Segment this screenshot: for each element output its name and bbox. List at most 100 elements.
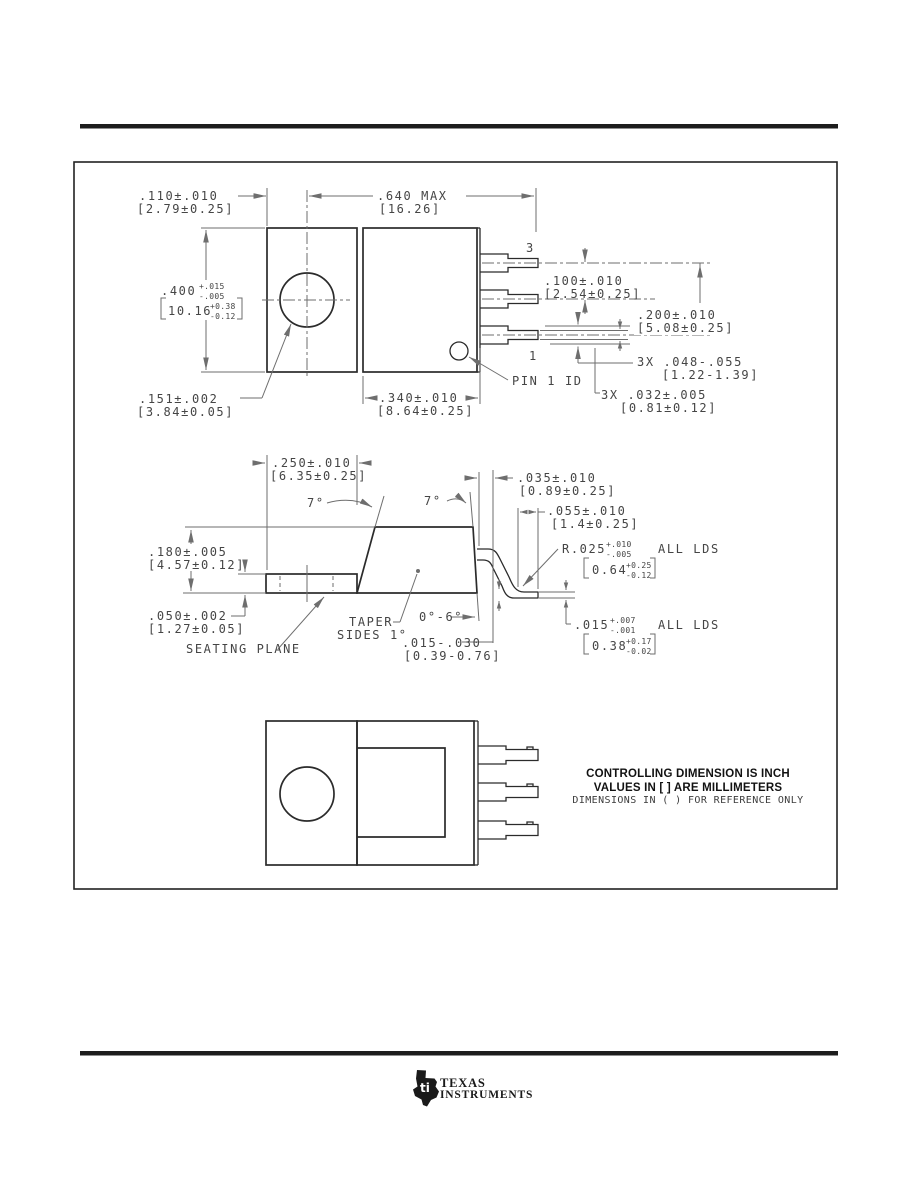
ti-texas-mark-icon <box>413 1070 439 1107</box>
bracket-right <box>237 297 243 320</box>
dim-overall-mm: [16.26] <box>379 202 441 216</box>
dim-bend-radius-in-plus: +.010 <box>606 540 632 549</box>
lead-bend-top <box>477 548 538 593</box>
body-outline <box>362 227 478 373</box>
lead-bend-bottom <box>477 559 538 599</box>
dim-body-width-in-plus: +.015 <box>199 282 225 291</box>
dim-body-width-mm-plus: +0.38 <box>210 302 236 311</box>
top-view-labels: .110±.010 [2.79±0.25] .640 MAX [16.26] .… <box>137 189 759 419</box>
dim-lead-thickness-mm-minus: -0.02 <box>626 647 652 656</box>
drawing-frame <box>73 161 838 890</box>
label-backplate <box>634 303 716 335</box>
dim-lead-thickness-mm: 0.38 <box>592 639 627 653</box>
dim-lead-thickness-in-minus: -.001 <box>610 626 636 635</box>
pin1-label: 1 <box>529 349 538 363</box>
pin1-id-label: PIN 1 ID <box>512 374 583 388</box>
dim-lead-width-wide-in: 3X .048-.055 <box>637 355 743 369</box>
dim-bend-radius-mm: 0.64 <box>592 563 627 577</box>
label-backplate <box>145 544 235 571</box>
pin3-label: 3 <box>526 241 535 255</box>
dim-bend-radius-in-minus: -.005 <box>606 550 632 559</box>
dim-hole-dia-in: .151±.002 <box>139 392 218 406</box>
top-view-outline <box>266 227 539 373</box>
dim-lead-width-wide-mm: [1.22-1.39] <box>662 368 759 382</box>
dim-bend-radius-mm-minus: -0.12 <box>626 571 652 580</box>
drawing-notes: CONTROLLING DIMENSION IS INCH VALUES IN … <box>572 768 803 806</box>
lead-1 <box>480 325 539 345</box>
brand-texas: TEXAS <box>440 1076 486 1090</box>
side-view-dimension-lines <box>183 455 575 650</box>
lead-3-bottom <box>478 820 539 840</box>
bracket-left <box>160 297 166 320</box>
dim-standoff-mm: [0.39-0.76] <box>404 649 501 663</box>
dim-body-width-mm-minus: -0.12 <box>210 312 236 321</box>
dim-body-height-mm: [4.57±0.12] <box>148 558 245 572</box>
bottom-rule <box>80 1051 838 1056</box>
dim-lead-width-narrow-in: 3X .032±.005 <box>601 388 707 402</box>
lead-3 <box>480 253 539 273</box>
dim-bend-radius-note: ALL LDS <box>658 542 720 556</box>
top-view: .110±.010 [2.79±0.25] .640 MAX [16.26] .… <box>137 188 759 419</box>
dim-shoulder-in: .035±.010 <box>517 471 596 485</box>
top-rule <box>80 124 838 129</box>
lead-2-bottom <box>478 782 539 802</box>
side-view-centerlines <box>279 565 334 602</box>
dim-bend-radius-in: R.025 <box>562 542 606 556</box>
dim-lead-span-mm: [5.08±0.25] <box>637 321 734 335</box>
dim-tab-thickness-mm: [1.27±0.05] <box>148 622 245 636</box>
lead-angle-label: 0°-6° <box>419 610 463 624</box>
seating-plane-label: SEATING PLANE <box>186 642 301 656</box>
dim-lead-width-narrow-mm: [0.81±0.12] <box>620 401 717 415</box>
dim-shoulder-mm: [0.89±0.25] <box>519 484 616 498</box>
dim-lead-thickness-note: ALL LDS <box>658 618 720 632</box>
dim-tab-length-mm: [6.35±0.25] <box>270 469 367 483</box>
ti-logo: ti TEXAS INSTRUMENTS <box>413 1070 533 1107</box>
dim-bend-radius-mm-plus: +0.25 <box>626 561 652 570</box>
side-view-outline <box>265 526 539 599</box>
dim-tab-offset-mm: [2.79±0.25] <box>137 202 234 216</box>
bracket-right <box>650 633 656 655</box>
ti-monogram: ti <box>420 1081 430 1095</box>
brand-instruments: INSTRUMENTS <box>440 1089 533 1101</box>
dim-lead-span-in: .200±.010 <box>637 308 716 322</box>
dim-standoff-in: .015-.030 <box>402 636 481 650</box>
dim-tab-thickness-in: .050±.002 <box>148 609 227 623</box>
bracket-right <box>650 557 656 579</box>
taper-label-1: TAPER <box>349 615 393 629</box>
dim-body-length-mm: [8.64±0.25] <box>377 404 474 418</box>
side-view: .250±.010 [6.35±0.25] 7° 7° .180±.005 [4… <box>145 455 720 663</box>
body-notch <box>357 747 446 838</box>
bracket-left <box>583 633 589 655</box>
mounting-hole-bottom <box>279 766 335 822</box>
bracket-left <box>583 557 589 579</box>
taper-label-2: SIDES 1° <box>337 628 408 642</box>
dim-body-width-in-minus: -.005 <box>199 292 225 301</box>
side-view-labels: .250±.010 [6.35±0.25] 7° 7° .180±.005 [4… <box>148 456 720 663</box>
lead-1-bottom <box>478 745 539 765</box>
angle-right-label: 7° <box>424 494 442 508</box>
angle-left-label: 7° <box>307 496 325 510</box>
dim-foot-length-mm: [1.4±0.25] <box>551 517 639 531</box>
dim-lead-thickness-mm-plus: +0.17 <box>626 637 652 646</box>
dim-body-width-mm: 10.16 <box>168 304 212 318</box>
dim-lead-thickness-in: .015 <box>574 618 609 632</box>
dim-body-length-in: .340±.010 <box>379 391 458 405</box>
top-view-centerlines <box>262 190 710 378</box>
dim-lead-thickness-in-plus: +.007 <box>610 616 636 625</box>
dim-lead-pitch-mm: [2.54±0.25] <box>544 287 641 301</box>
note-line-1: CONTROLLING DIMENSION IS INCH <box>586 768 790 780</box>
body-bottom-outline <box>356 720 475 866</box>
dim-foot-length-in: .055±.010 <box>547 504 626 518</box>
body-side-outline <box>355 526 478 594</box>
lead-2 <box>480 289 539 309</box>
note-line-3: DIMENSIONS IN ( ) FOR REFERENCE ONLY <box>572 795 803 806</box>
note-line-2: VALUES IN [ ] ARE MILLIMETERS <box>594 782 783 794</box>
dim-overall-in: .640 MAX <box>377 189 448 203</box>
tab-side-outline <box>265 573 358 594</box>
pin1-id-mark <box>449 341 469 361</box>
dim-lead-pitch-in: .100±.010 <box>544 274 623 288</box>
dim-hole-dia-mm: [3.84±0.05] <box>137 405 234 419</box>
dim-body-height-in: .180±.005 <box>148 545 227 559</box>
bottom-view <box>265 720 539 866</box>
